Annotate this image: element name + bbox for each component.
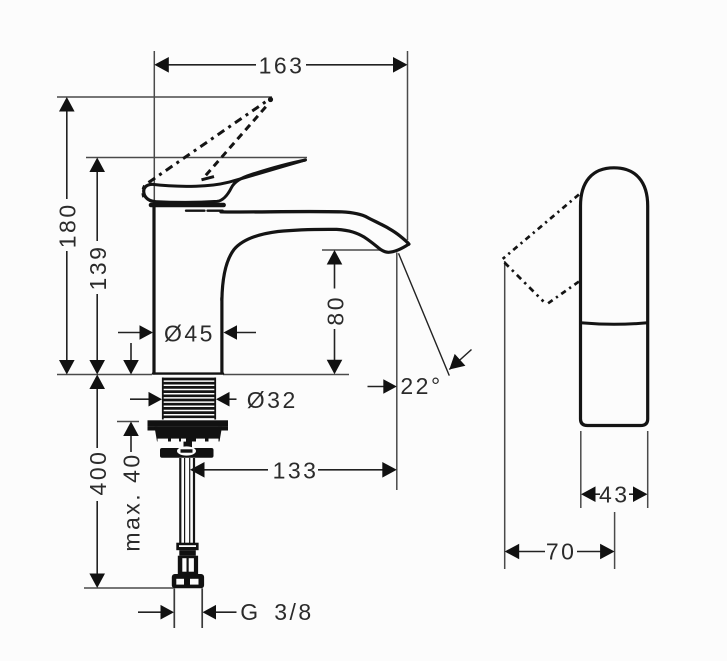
svg-text:163: 163 bbox=[259, 53, 305, 79]
svg-text:3/8: 3/8 bbox=[274, 599, 313, 625]
svg-text:133: 133 bbox=[273, 457, 319, 483]
svg-text:80: 80 bbox=[322, 295, 348, 326]
svg-text:Ø32: Ø32 bbox=[247, 387, 298, 413]
svg-text:max. 40: max. 40 bbox=[119, 452, 145, 551]
svg-text:G: G bbox=[240, 599, 260, 625]
svg-text:43: 43 bbox=[599, 482, 630, 508]
svg-text:70: 70 bbox=[546, 538, 577, 564]
svg-text:139: 139 bbox=[85, 245, 111, 291]
svg-text:400: 400 bbox=[85, 450, 111, 496]
svg-text:22°: 22° bbox=[400, 373, 442, 399]
svg-text:Ø45: Ø45 bbox=[164, 320, 215, 346]
svg-text:180: 180 bbox=[54, 202, 80, 248]
